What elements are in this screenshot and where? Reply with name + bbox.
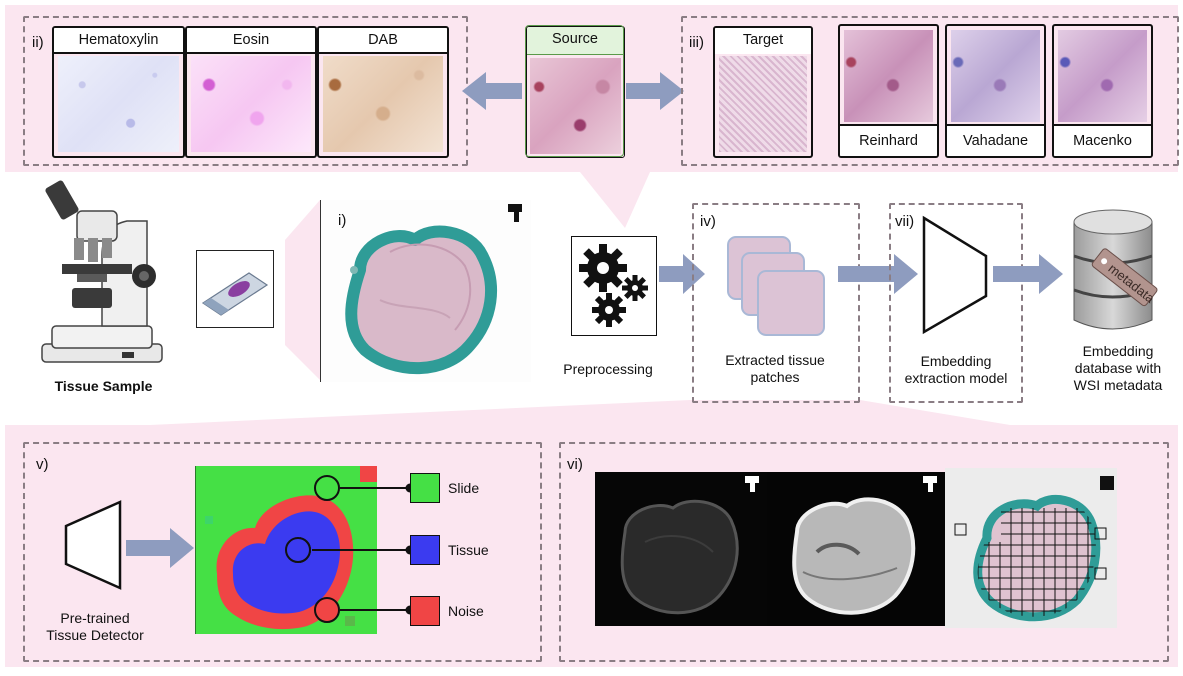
dab-image bbox=[323, 56, 443, 152]
source-image bbox=[530, 58, 621, 154]
arrow-to-embedding bbox=[838, 254, 918, 294]
source-tile: Source bbox=[526, 26, 625, 158]
noise-legend-swatch bbox=[410, 596, 440, 626]
tissue-marker-left bbox=[285, 537, 311, 563]
macenko-label: Macenko bbox=[1054, 124, 1151, 156]
arrow-to-database bbox=[993, 254, 1063, 294]
target-label: Target bbox=[715, 28, 811, 54]
tissue-sample-label: Tissue Sample bbox=[54, 378, 153, 394]
reinhard-tile: Reinhard bbox=[838, 24, 939, 158]
database-label-2: database with bbox=[1074, 360, 1162, 376]
source-border bbox=[525, 25, 624, 157]
detector-label-2: Tissue Detector bbox=[46, 627, 144, 643]
detector-trapezoid-icon bbox=[64, 500, 122, 590]
reinhard-image bbox=[844, 30, 933, 122]
reinhard-label: Reinhard bbox=[840, 124, 937, 156]
patches-label-2: patches bbox=[750, 369, 800, 385]
macenko-image bbox=[1058, 30, 1147, 122]
embedding-label-1: Embedding bbox=[920, 353, 992, 369]
arrow-to-mask bbox=[126, 528, 194, 568]
encoder-trapezoid-icon bbox=[922, 215, 988, 335]
label-i: i) bbox=[338, 212, 347, 229]
microscope-icon bbox=[41, 180, 163, 363]
label-iv: iv) bbox=[700, 213, 716, 230]
slide-legend-swatch bbox=[410, 473, 440, 503]
grayscale-wsi-image bbox=[595, 472, 767, 626]
noise-marker bbox=[314, 597, 340, 623]
vahadane-label: Vahadane bbox=[947, 124, 1044, 156]
target-image bbox=[719, 56, 807, 152]
eosin-image bbox=[191, 56, 311, 152]
target-tile: Target bbox=[713, 26, 813, 158]
gears-icon bbox=[579, 244, 648, 327]
noise-legend-label: Noise bbox=[448, 603, 484, 619]
grid-patches-wsi-image bbox=[945, 468, 1117, 628]
database-icon: metadata bbox=[1073, 209, 1158, 330]
embedding-label-2: extraction model bbox=[904, 370, 1008, 386]
dab-tile: DAB bbox=[317, 26, 449, 158]
patch-front bbox=[757, 270, 825, 336]
dab-label: DAB bbox=[319, 28, 447, 54]
detector-label-1: Pre-trained bbox=[60, 610, 130, 626]
hematoxylin-label: Hematoxylin bbox=[54, 28, 183, 54]
slide-marker bbox=[314, 475, 340, 501]
tissue-legend-swatch bbox=[410, 535, 440, 565]
eosin-label: Eosin bbox=[187, 28, 315, 54]
database-label-1: Embedding bbox=[1082, 343, 1154, 359]
hematoxylin-image bbox=[58, 56, 179, 152]
stain-normalization-box bbox=[681, 16, 1179, 166]
edge-enhanced-wsi-image bbox=[767, 472, 945, 626]
tissue-legend-label: Tissue bbox=[448, 542, 489, 558]
vahadane-tile: Vahadane bbox=[945, 24, 1046, 158]
label-vii: vii) bbox=[895, 213, 915, 230]
source-label: Source bbox=[527, 27, 623, 55]
preprocessing-label: Preprocessing bbox=[563, 361, 653, 377]
label-vi: vi) bbox=[567, 456, 583, 473]
database-label-3: WSI metadata bbox=[1073, 377, 1163, 393]
eosin-tile: Eosin bbox=[185, 26, 317, 158]
patches-label-1: Extracted tissue bbox=[725, 352, 825, 368]
label-iii: iii) bbox=[689, 34, 704, 51]
arrow-left-to-stains bbox=[462, 72, 522, 110]
embedding-box bbox=[889, 203, 1023, 403]
slide-legend-label: Slide bbox=[448, 480, 480, 496]
hematoxylin-tile: Hematoxylin bbox=[52, 26, 185, 158]
wsi-tissue-image bbox=[345, 204, 522, 375]
patches-box bbox=[692, 203, 860, 403]
patch-grid-box bbox=[559, 442, 1169, 662]
label-ii: ii) bbox=[32, 34, 44, 51]
tissue-detector-box bbox=[23, 442, 542, 662]
macenko-tile: Macenko bbox=[1052, 24, 1153, 158]
vahadane-image bbox=[951, 30, 1040, 122]
glass-slide-icon bbox=[201, 272, 269, 316]
label-v: v) bbox=[36, 456, 49, 473]
arrow-right-to-normalization bbox=[626, 72, 684, 110]
